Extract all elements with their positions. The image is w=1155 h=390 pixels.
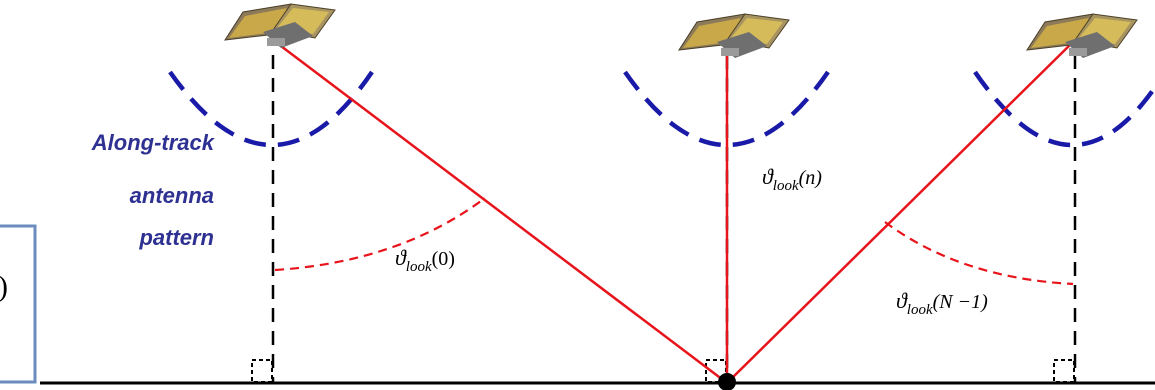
antenna-pattern-label-line2: antenna: [130, 183, 214, 208]
satellite-icon: [224, 3, 336, 48]
svg-text:ϑlook(n): ϑlook(n): [762, 164, 822, 194]
beam-arc-right: [973, 70, 1155, 148]
look-angle-arcs: [274, 197, 1074, 286]
antenna-pattern-label-line1: Along-track: [91, 130, 216, 155]
look-line-right: [726, 39, 1076, 384]
beam-arc-middle: [623, 70, 830, 148]
look-lines: [272, 39, 1076, 384]
antenna-beam-arcs: [168, 70, 1155, 148]
antenna-pattern-label-line3: pattern: [138, 225, 214, 250]
svg-text:ϑlook(N −1): ϑlook(N −1): [896, 288, 988, 318]
look-line-left: [272, 39, 728, 384]
satellite-icon: [678, 13, 790, 58]
look-angle-label-right: ϑlook(N −1): [896, 288, 988, 318]
ground-target-point-icon: [718, 373, 736, 390]
antenna-pattern-label: Along-track antenna pattern: [91, 130, 216, 250]
svg-text:ϑlook(0): ϑlook(0): [395, 245, 455, 275]
formula-box: ): [0, 224, 37, 384]
look-angle-arc-right: [884, 221, 1074, 286]
right-angle-marker-icon: [251, 359, 1075, 383]
formula-box-fragment: ): [0, 270, 8, 303]
look-angle-label-middle: ϑlook(n): [762, 164, 822, 194]
beam-arc-left: [168, 70, 374, 148]
look-angle-label-left: ϑlook(0): [395, 245, 455, 275]
look-angle-arc-left: [274, 197, 486, 272]
satellite-icon: [1026, 13, 1138, 58]
